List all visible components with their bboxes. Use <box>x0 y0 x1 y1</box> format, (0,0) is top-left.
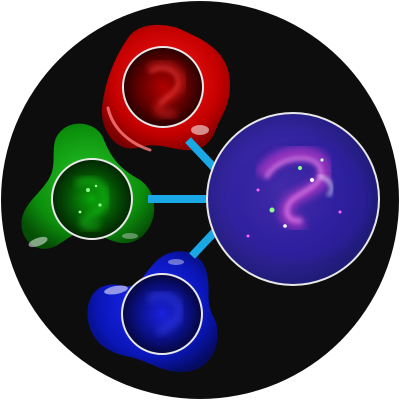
blue-micrograph <box>122 274 202 354</box>
green-spot <box>98 203 102 207</box>
composite-green-spot <box>320 158 324 162</box>
composite-ring <box>206 112 380 286</box>
green-spot <box>86 188 90 192</box>
blue-inset-ring <box>121 273 203 355</box>
red-inset-ring <box>122 46 204 128</box>
green-structure <box>74 177 110 230</box>
composite-green-spot <box>298 166 302 170</box>
composite-white-spot <box>310 178 314 182</box>
red-blob-highlight <box>106 106 152 152</box>
composite-magenta-spot <box>246 234 250 238</box>
green-blob-gloss <box>28 236 48 248</box>
red-micrograph <box>123 47 203 127</box>
composite-magenta-spot <box>256 188 260 192</box>
green-blob-gloss-2 <box>122 233 138 239</box>
green-inset-ring <box>51 158 133 240</box>
composite-white-spot <box>283 224 287 228</box>
green-micrograph <box>52 159 132 239</box>
red-structure <box>145 61 186 118</box>
red-blob-gloss <box>191 125 209 135</box>
green-channel <box>21 123 155 249</box>
blue-channel <box>87 251 218 372</box>
blue-blob-gloss-2 <box>168 259 184 265</box>
red-channel <box>101 24 231 152</box>
green-spot <box>94 184 98 188</box>
blue-structure <box>145 291 185 338</box>
composite-image <box>206 112 380 286</box>
composite-filament <box>264 156 323 223</box>
composite-bright-ridge <box>317 174 334 198</box>
composite-magenta-spot <box>338 210 342 214</box>
composite-green-spot <box>269 207 275 213</box>
blue-blob-gloss <box>104 285 128 295</box>
red-filament <box>149 67 180 105</box>
green-spot <box>78 210 82 214</box>
